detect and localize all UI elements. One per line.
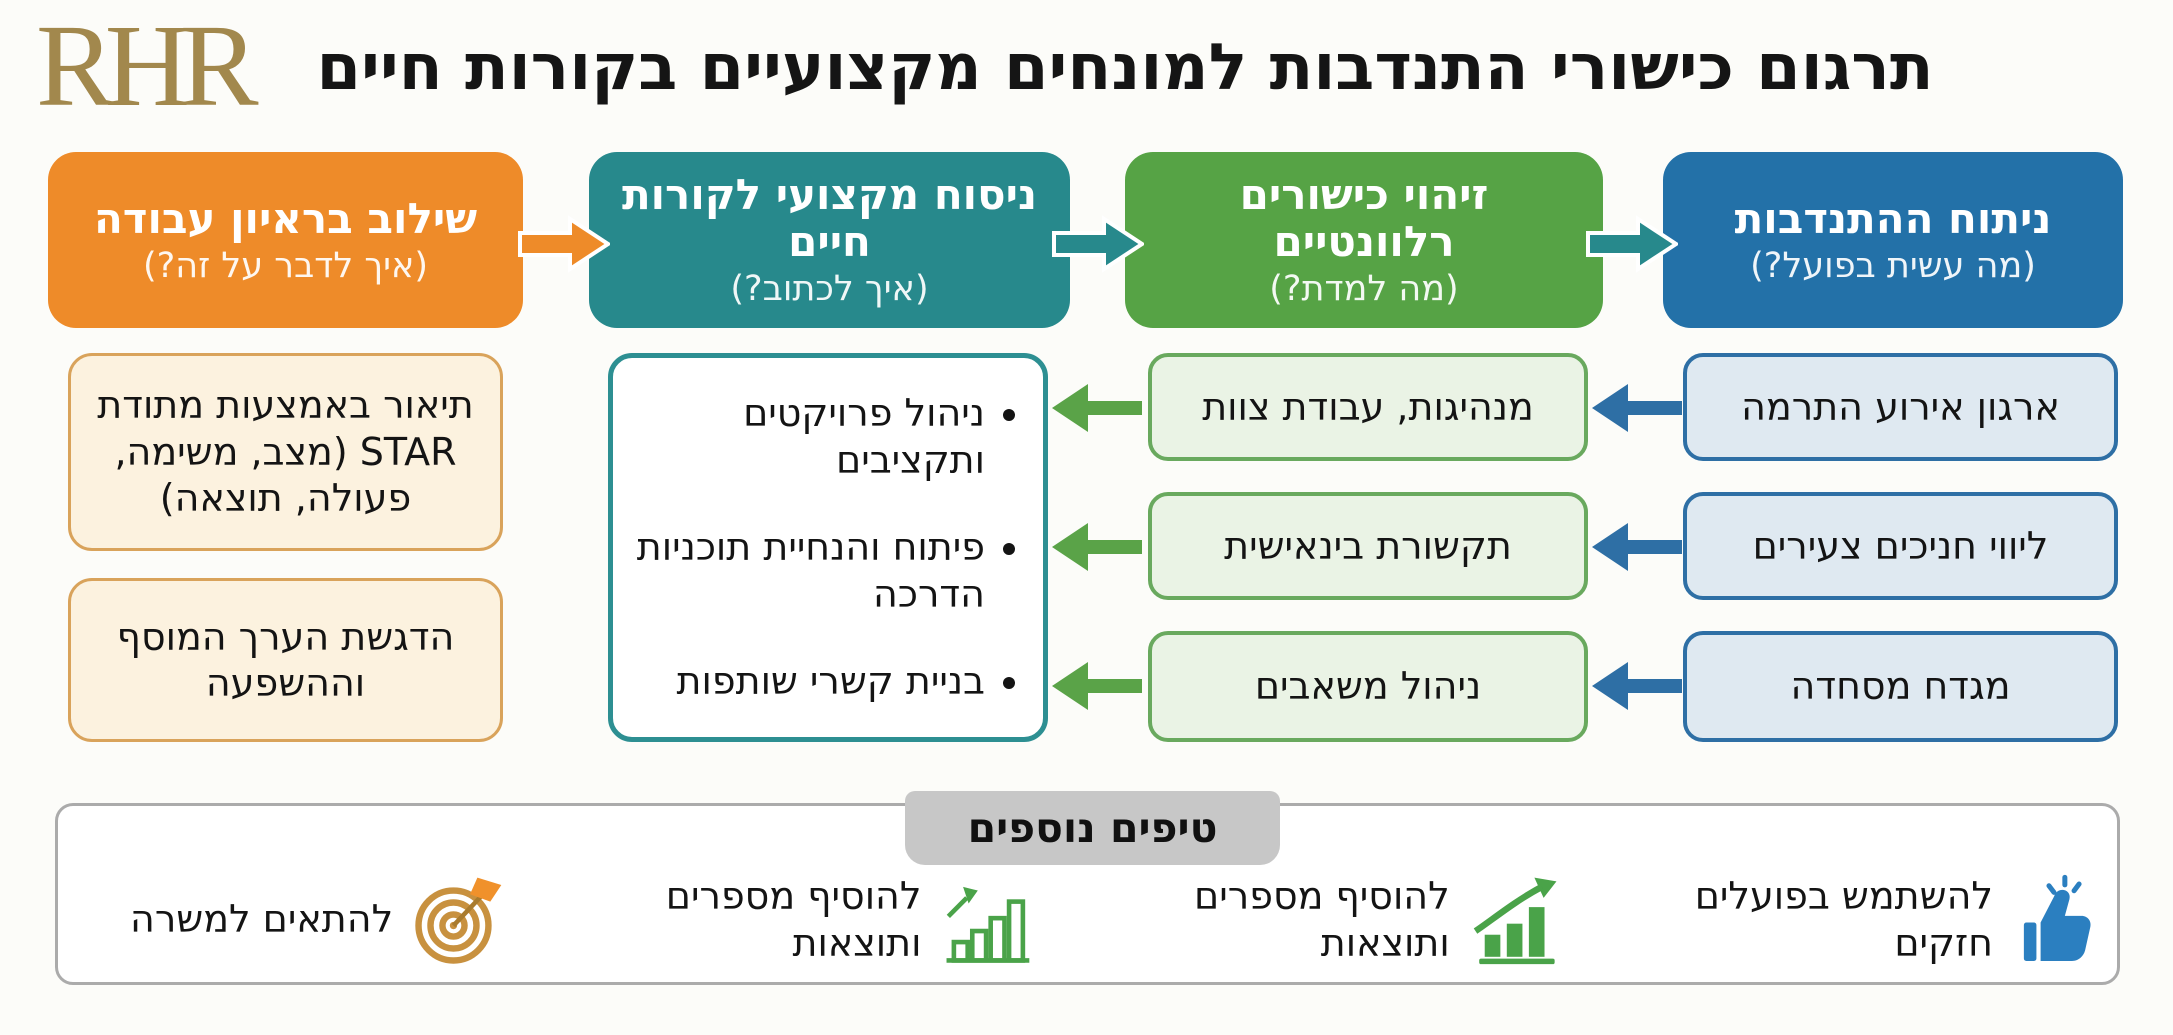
page-title: תרגום כישורי התנדבות למונחים מקצועיים בק… — [316, 31, 1934, 105]
thumbs-up-icon — [2023, 874, 2091, 961]
cv-phrases-box: ניהול פרויקטים ותקציבים פיתוח והנחיית תו… — [608, 353, 1048, 742]
rhr-logo: RHR — [36, 0, 259, 131]
step-box-analysis: ניתוח ההתנדבות (מה עשית בפועל?) — [1663, 152, 2123, 328]
interview-point-box: תיאור באמצעות מתודת STAR (מצב, משימה, פע… — [68, 353, 503, 551]
step-box-identify-skills: זיהוי כישורים רלוונטיים (מה למדת?) — [1125, 152, 1603, 328]
volunteer-activity-box: ארגון אירוע התרמה — [1683, 353, 2118, 461]
step-subtitle: (איך לכתוב?) — [730, 269, 929, 310]
volunteer-activity-box: מגדח מסחדה — [1683, 631, 2118, 742]
bar-chart-outline-icon — [946, 886, 1030, 963]
left-arrow-icon — [1052, 384, 1142, 432]
tip-label: להוסיף מספרים ותוצאות — [665, 873, 922, 966]
tip-add-numbers: להוסיף מספרים ותוצאות — [1165, 873, 1562, 968]
step-box-cv-phrasing: ניסוח מקצועי לקורות חיים (איך לכתוב?) — [589, 152, 1070, 328]
left-arrow-icon — [1592, 523, 1682, 571]
skill-box: ניהול משאבים — [1148, 631, 1588, 742]
step-title: ניתוח ההתנדבות — [1734, 193, 2052, 243]
cv-phrases-list: ניהול פרויקטים ותקציבים פיתוח והנחיית תו… — [613, 358, 1043, 706]
step-title: שילוב בראיון עבודה — [93, 193, 478, 243]
left-arrow-icon — [1592, 384, 1682, 432]
bar-chart-rising-icon — [1473, 877, 1557, 965]
tip-label: להשתמש בפועלים חזקים — [1694, 873, 1993, 966]
target-dart-icon — [415, 877, 502, 964]
tips-row: להשתמש בפועלים חזקים להוסיף מספרים ותוצא… — [130, 858, 2105, 982]
right-arrow-icon — [518, 215, 610, 273]
left-arrow-icon — [1052, 662, 1142, 710]
step-subtitle: (איך לדבר על זה?) — [142, 245, 429, 286]
interview-point-box: הדגשת הערך המוסף וההשפעה — [68, 578, 503, 742]
cv-phrase-item: פיתוח והנחיית תוכניות הדרכה — [629, 524, 985, 618]
tip-match-job: להתאים למשרה — [130, 874, 505, 966]
step-box-interview: שילוב בראיון עבודה (איך לדבר על זה?) — [48, 152, 523, 328]
right-arrow-icon — [1586, 215, 1678, 273]
step-subtitle: (מה עשית בפועל?) — [1750, 245, 2036, 286]
step-title: ניסוח מקצועי לקורות חיים — [621, 170, 1038, 267]
tips-header-pill: טיפים נוספים — [905, 791, 1280, 865]
step-title: זיהוי כישורים רלוונטיים — [1239, 170, 1489, 267]
step-subtitle: (מה למדת?) — [1269, 269, 1459, 310]
tip-add-numbers-2: להוסיף מספרים ותוצאות — [636, 873, 1033, 968]
volunteer-activity-box: ליווי חניכים צעירים — [1683, 492, 2118, 600]
right-arrow-icon — [1052, 215, 1144, 273]
skill-box: מנהיגות, עבודת צוות — [1148, 353, 1588, 461]
cv-phrase-item: ניהול פרויקטים ותקציבים — [629, 390, 985, 484]
cv-phrase-item: בניית קשרי שותפות — [629, 658, 985, 705]
tip-label: להוסיף מספרים ותוצאות — [1194, 873, 1450, 966]
tip-label: להתאים למשרה — [130, 897, 394, 942]
left-arrow-icon — [1592, 662, 1682, 710]
left-arrow-icon — [1052, 523, 1142, 571]
skill-box: תקשורת בינאישית — [1148, 492, 1588, 600]
tip-strong-verbs: להשתמש בפועלים חזקים — [1693, 873, 2105, 968]
